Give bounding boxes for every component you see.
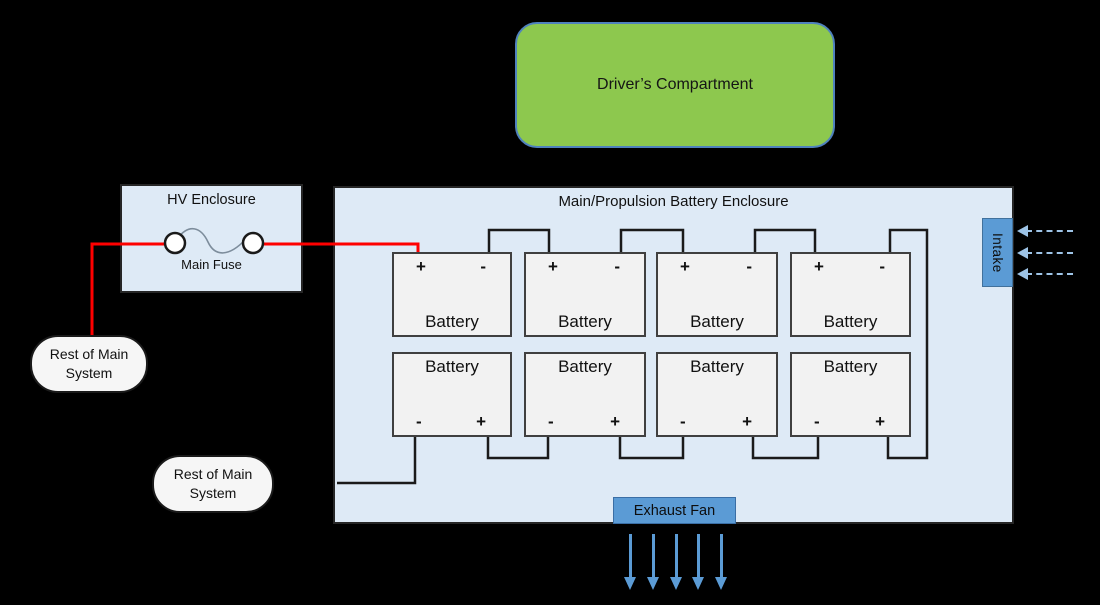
battery-enclosure-title: Main/Propulsion Battery Enclosure: [558, 193, 789, 210]
intake-label: Intake: [990, 232, 1005, 273]
terminal-positive: +: [476, 412, 486, 431]
battery-label: Battery: [425, 312, 479, 331]
battery-block: Battery - +: [524, 352, 646, 437]
exhaust-airflow-arrow-icon: [670, 534, 682, 590]
exhaust-airflow-arrow-icon: [647, 534, 659, 590]
battery-block: + - Battery: [524, 252, 646, 337]
battery-label: Battery: [823, 357, 878, 376]
battery-block: + - Battery: [790, 252, 911, 337]
battery-label: Battery: [690, 312, 744, 331]
terminal-negative: -: [746, 257, 752, 276]
terminal-positive: +: [742, 412, 752, 431]
battery-block: Battery - +: [656, 352, 778, 437]
terminal-positive: +: [875, 412, 885, 431]
battery-label: Battery: [558, 357, 612, 376]
battery-block: + - Battery: [392, 252, 512, 337]
main-fuse-label: Main Fuse: [181, 257, 242, 272]
terminal-positive: +: [416, 257, 426, 276]
terminal-negative: -: [548, 412, 554, 431]
battery-block: + - Battery: [656, 252, 778, 337]
terminal-negative: -: [680, 412, 686, 431]
hv-enclosure-box: HV Enclosure Main Fuse: [120, 184, 303, 293]
exhaust-fan-label: Exhaust Fan: [633, 502, 716, 519]
exhaust-fan: Exhaust Fan: [613, 497, 736, 524]
battery-label: Battery: [558, 312, 612, 331]
terminal-positive: +: [680, 257, 690, 276]
exhaust-airflow-arrow-icon: [715, 534, 727, 590]
battery-label: Battery: [690, 357, 744, 376]
battery-label: Battery: [425, 357, 479, 376]
intake-airflow-arrow-icon: [1017, 247, 1073, 259]
intake-vent: Intake: [982, 218, 1013, 287]
terminal-positive: +: [610, 412, 620, 431]
terminal-negative: -: [416, 412, 422, 431]
terminal-positive: +: [548, 257, 558, 276]
battery-label: Battery: [823, 312, 878, 331]
terminal-negative: -: [614, 257, 620, 276]
terminal-negative: -: [879, 257, 885, 276]
rest-of-main-system-label: Rest of Main System: [173, 466, 253, 501]
drivers-compartment-label: Driver’s Compartment: [597, 76, 753, 93]
terminal-negative: -: [480, 257, 486, 276]
exhaust-airflow-arrow-icon: [692, 534, 704, 590]
battery-block: Battery - +: [790, 352, 911, 437]
terminal-negative: -: [814, 412, 820, 431]
intake-airflow-arrow-icon: [1017, 268, 1073, 280]
intake-airflow-arrow-icon: [1017, 225, 1073, 237]
exhaust-airflow-arrow-icon: [624, 534, 636, 590]
terminal-positive: +: [814, 257, 824, 276]
rest-of-main-system-label: Rest of Main System: [49, 346, 129, 381]
rest-of-main-system-top: Rest of Main System: [30, 335, 148, 393]
battery-block: Battery - +: [392, 352, 512, 437]
rest-of-main-system-bottom: Rest of Main System: [152, 455, 274, 513]
drivers-compartment-box: Driver’s Compartment: [515, 22, 835, 148]
hv-enclosure-title: HV Enclosure: [167, 192, 256, 208]
